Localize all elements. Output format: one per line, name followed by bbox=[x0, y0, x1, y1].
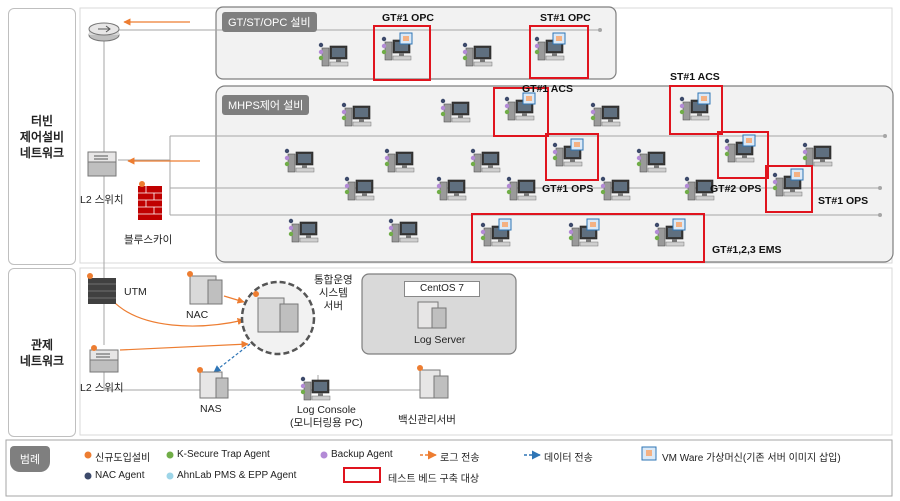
vaccine-server-icon bbox=[417, 365, 449, 399]
legend-testbed: 테스트 베드 구축 대상 bbox=[388, 474, 480, 485]
legend-log-transfer: 로그 전송 bbox=[440, 453, 480, 464]
legend-box bbox=[5, 439, 893, 497]
firewall-label: 블루스카이 bbox=[124, 234, 173, 246]
log-transfer-arrows bbox=[111, 18, 249, 351]
gt1-opc-label: GT#1 OPC bbox=[382, 12, 434, 24]
utm-label: UTM bbox=[124, 286, 147, 298]
turbine-network-label: 터빈 제어설비 네트워크 bbox=[8, 8, 76, 265]
mhps-title: MHPS제어 설비 bbox=[222, 95, 310, 115]
control-network-area bbox=[79, 267, 893, 436]
l2-switch-bottom-icon bbox=[89, 345, 119, 373]
vaccine-server-label: 백신관리서버 bbox=[398, 414, 456, 426]
l2-switch-bottom-label: L2 스위치 bbox=[80, 382, 124, 394]
legend-data-transfer: 데이터 전송 bbox=[544, 453, 593, 464]
nac-label: NAC bbox=[186, 309, 209, 321]
gt1-ops-label: GT#1 OPS bbox=[542, 183, 594, 195]
gt1-acs-label: GT#1 ACS bbox=[522, 83, 573, 95]
log-console-icon bbox=[300, 376, 331, 401]
integrated-server-icon bbox=[240, 280, 316, 356]
firewall-icon bbox=[138, 181, 162, 220]
legend-vmware: VM Ware 가상머신(기존 서버 이미지 삽입) bbox=[662, 453, 841, 464]
l2-switch-top-label: L2 스위치 bbox=[80, 194, 124, 206]
legend-symbols bbox=[84, 446, 657, 483]
nas-label: NAS bbox=[200, 403, 222, 415]
gt-st-opc-title: GT/ST/OPC 설비 bbox=[222, 12, 317, 32]
router-icon bbox=[88, 22, 120, 42]
st1-acs-label: ST#1 ACS bbox=[670, 71, 720, 83]
log-server-icon bbox=[417, 301, 447, 329]
legend-ahnlab: AhnLab PMS & EPP Agent bbox=[177, 470, 297, 481]
st1-opc-label: ST#1 OPC bbox=[540, 12, 591, 24]
legend-new-equipment: 신규도입설비 bbox=[95, 453, 151, 464]
utm-icon bbox=[87, 273, 116, 304]
st1-ops-label: ST#1 OPS bbox=[818, 195, 869, 207]
nas-icon bbox=[197, 367, 229, 399]
nac-server-icon bbox=[187, 271, 223, 305]
log-server-label: Log Server bbox=[414, 334, 466, 346]
ems-label: GT#1,2,3 EMS bbox=[712, 244, 782, 256]
legend-nac-agent: NAC Agent bbox=[95, 470, 145, 481]
centos-title: CentOS 7 bbox=[404, 281, 480, 297]
legend-title: 범례 bbox=[10, 446, 50, 472]
integrated-server-label: 통합운영 시스템 서버 bbox=[314, 274, 353, 312]
legend-backup: Backup Agent bbox=[331, 449, 393, 460]
gt2-ops-label: GT#2 OPS bbox=[710, 183, 762, 195]
testbed-boxes bbox=[373, 25, 813, 263]
l2-switch-icon bbox=[87, 151, 117, 177]
legend-ksecure: K-Secure Trap Agent bbox=[177, 449, 270, 460]
log-console-label: Log Console (모니터링용 PC) bbox=[290, 404, 363, 429]
control-network-label: 관제 네트워크 bbox=[8, 268, 76, 437]
